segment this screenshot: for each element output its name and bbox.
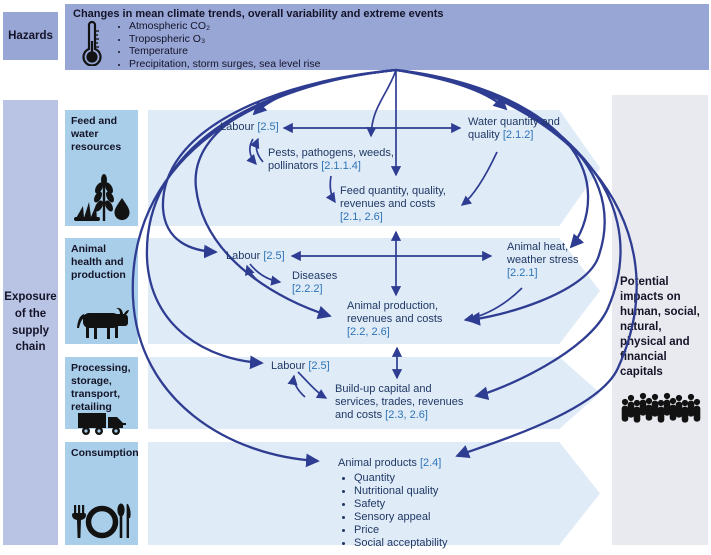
product-item: Social acceptability (354, 537, 488, 550)
hazard-item: Tropospheric O₃ (129, 33, 320, 46)
wheat-water-icon (73, 172, 131, 222)
stage-box-feed-water: Feed and water resources (65, 110, 138, 226)
hazard-item: Temperature (129, 45, 320, 58)
hazards-panel: Changes in mean climate trends, overall … (65, 4, 709, 70)
product-item: Sensory appeal (354, 511, 488, 524)
exposure-strip: Exposure of the supply chain (3, 100, 58, 545)
crowd-icon (620, 390, 702, 424)
stage-box-consumption: Consumption (65, 442, 139, 545)
node-pests: Pests, pathogens, weeds, pollinators [2.… (268, 147, 394, 172)
product-item: Safety (354, 498, 488, 511)
hazards-label-box: Hazards (3, 12, 58, 60)
hazard-item: Precipitation, storm surges, sea level r… (129, 58, 320, 71)
product-item: Nutritional quality (354, 485, 488, 498)
products-bullet-list: Quantity Nutritional quality Safety Sens… (338, 472, 488, 549)
cow-icon (71, 306, 133, 340)
truck-icon (77, 411, 127, 437)
node-products: Animal products [2.4] Quantity Nutrition… (338, 457, 488, 549)
node-heat-stress: Animal heat, weather stress [2.2.1] (507, 241, 579, 279)
impacts-label: Potential impacts on human, social, natu… (620, 276, 700, 378)
product-item: Price (354, 524, 488, 537)
cutlery-icon (71, 501, 133, 541)
hazards-bullet-list: Atmospheric CO₂ Tropospheric O₃ Temperat… (115, 20, 320, 70)
stage-label: Feed and water resources (71, 115, 122, 154)
node-capital: Build-up capital and services, trades, r… (335, 383, 464, 421)
node-labour-feed: Labour [2.5] (220, 121, 279, 133)
impacts-panel: Potential impacts on human, social, natu… (612, 95, 708, 545)
stage-label: Consumption (71, 447, 139, 459)
hazard-item: Atmospheric CO₂ (129, 20, 320, 33)
stage-label: Processing, storage, transport, retailin… (71, 362, 131, 414)
stage-box-processing: Processing, storage, transport, retailin… (65, 357, 138, 435)
exposure-label: Exposure of the supply chain (4, 291, 57, 354)
stage-label: Animal health and production (71, 243, 126, 282)
node-labour-processing: Labour [2.5] (271, 360, 330, 372)
node-labour-animal: Labour [2.5] (226, 250, 285, 262)
stage-box-animal-health: Animal health and production (65, 238, 138, 344)
node-water: Water quantity and quality [2.1.2] (468, 116, 560, 141)
product-item: Quantity (354, 472, 488, 485)
node-feed: Feed quantity, quality, revenues and cos… (340, 185, 446, 223)
thermometer-icon (81, 20, 103, 66)
hazards-title: Changes in mean climate trends, overall … (73, 8, 444, 20)
node-diseases: Diseases [2.2.2] (292, 270, 338, 295)
node-production: Animal production, revenues and costs [2… (347, 300, 443, 338)
